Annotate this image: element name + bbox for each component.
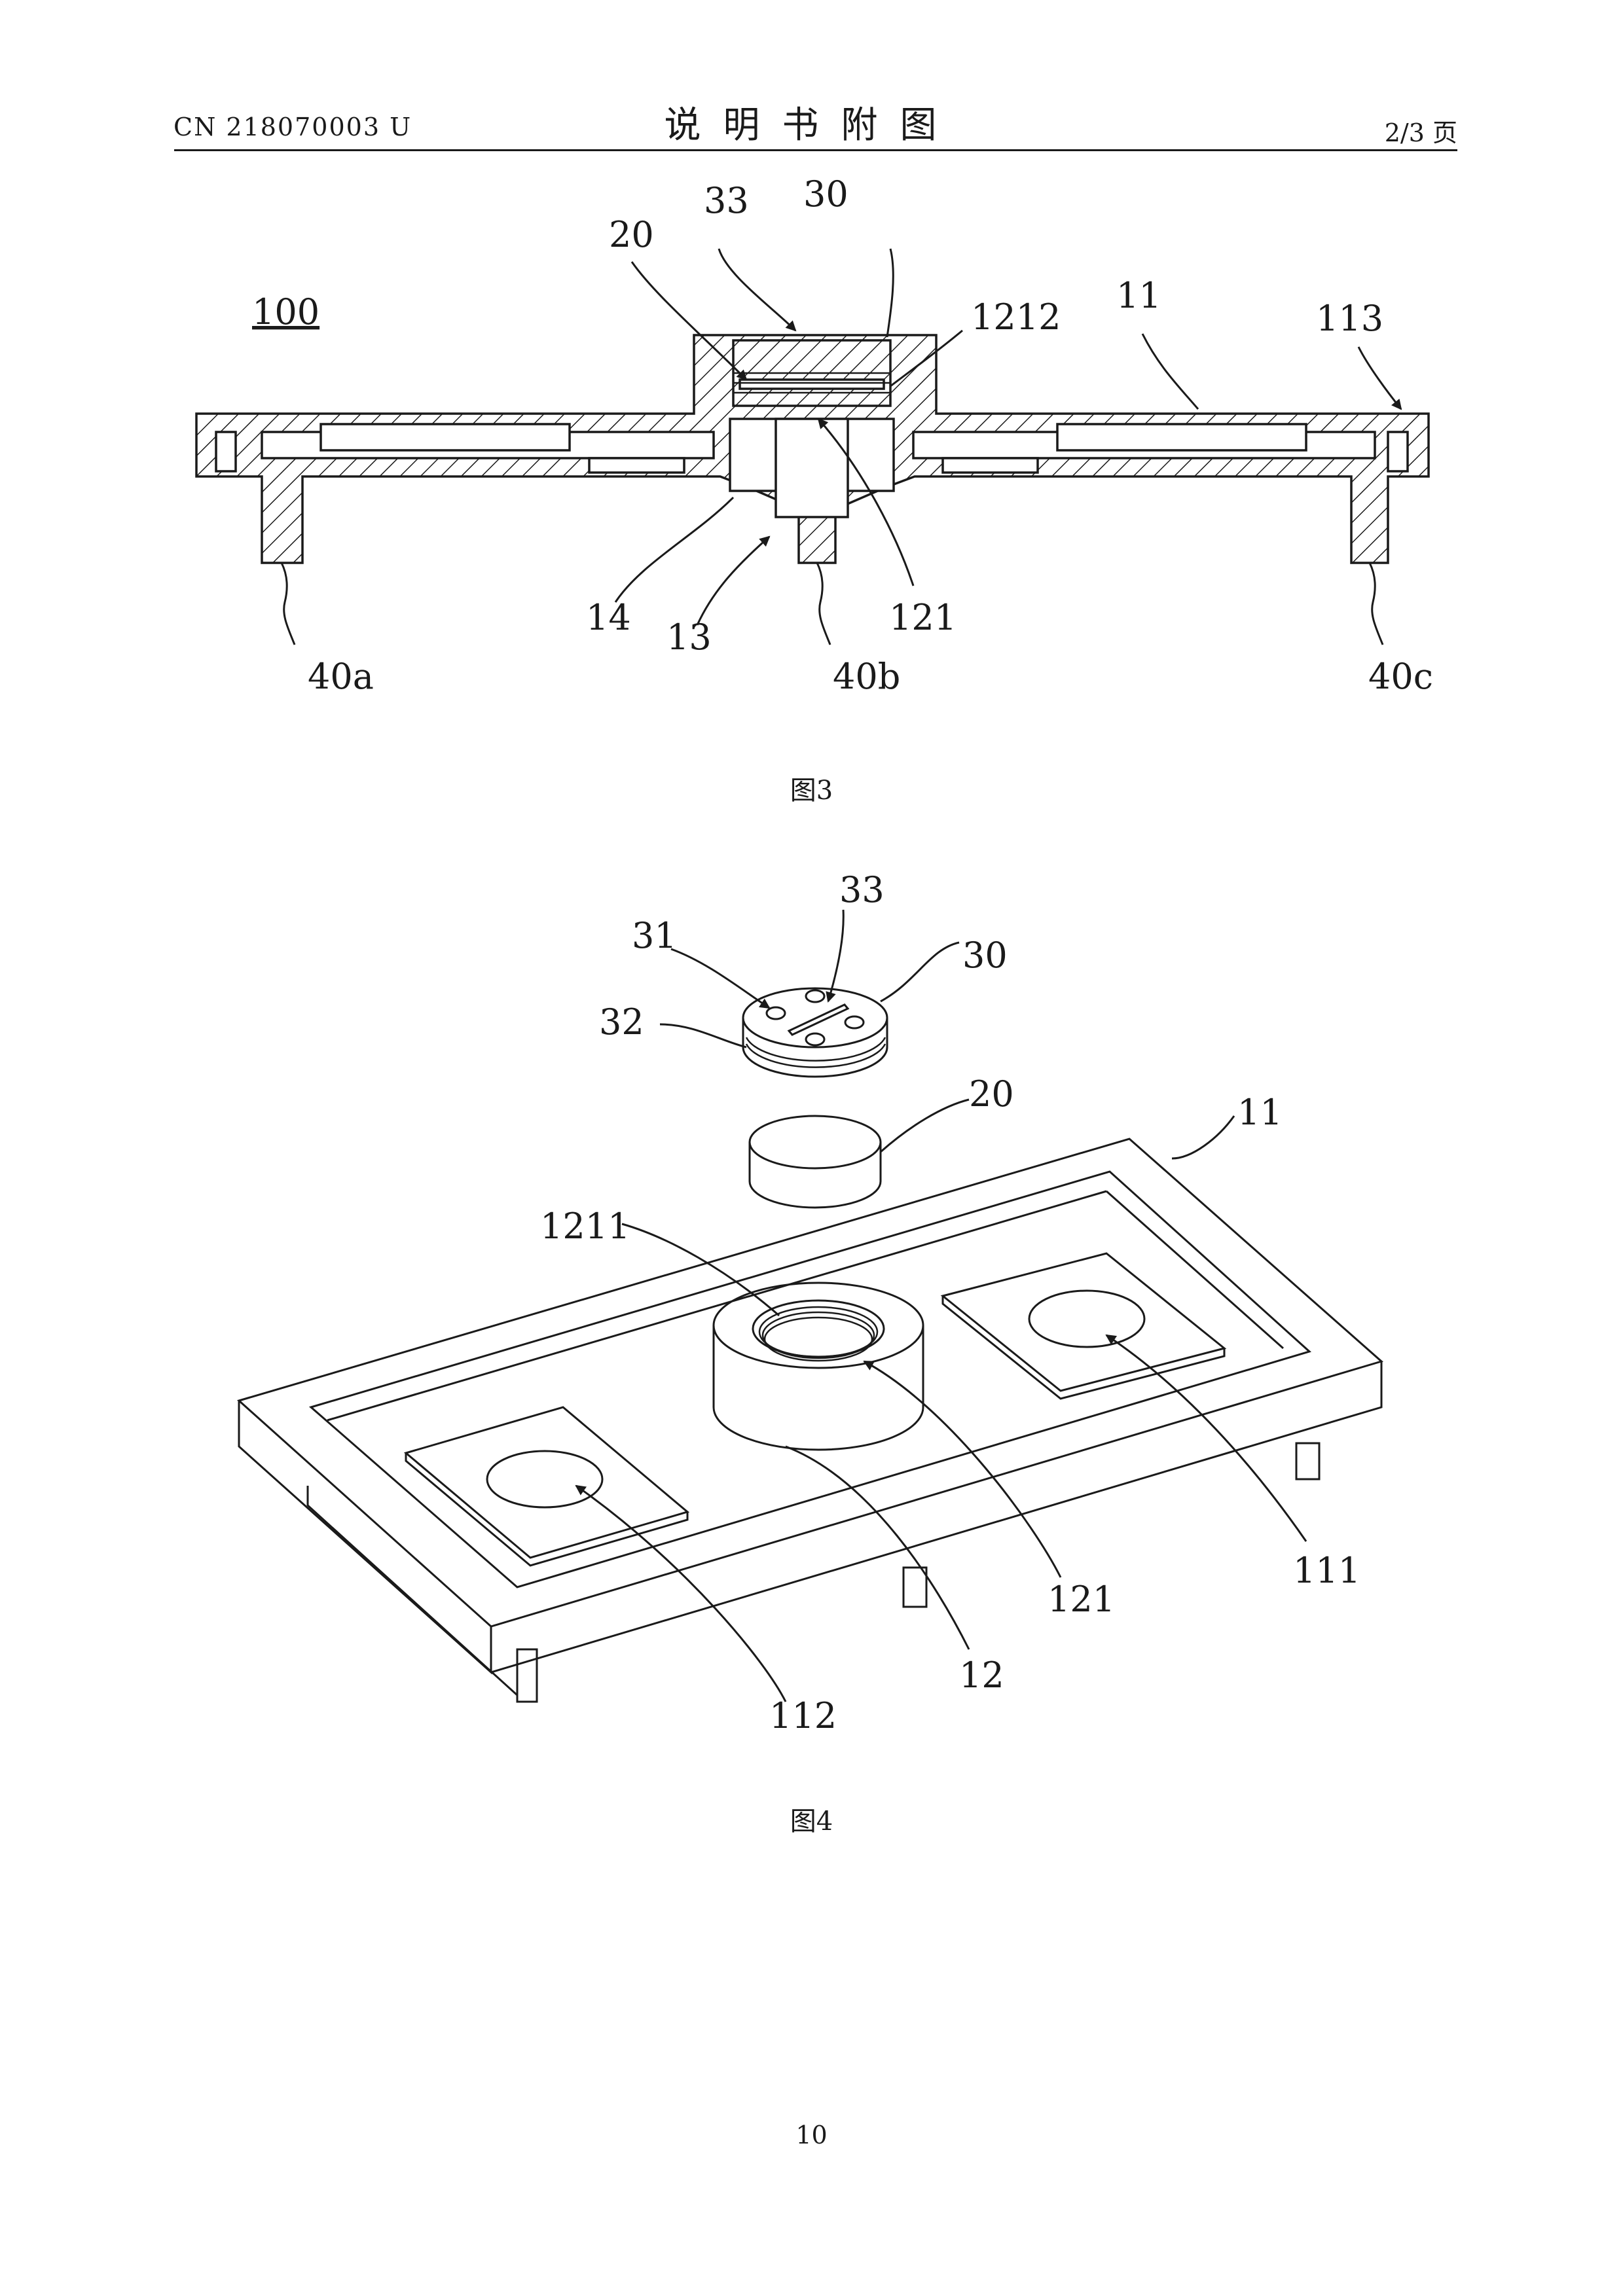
fig3-label-40b: 40b [833,656,900,697]
figure-3-caption: 图3 [790,776,833,806]
fig4-label-32: 32 [599,1001,644,1043]
left-pad [403,1406,690,1567]
fig4-label-1211: 1211 [540,1206,630,1247]
right-inner-block [941,457,1039,474]
left-post [215,431,237,473]
patent-number: CN 218070003 U [173,113,412,141]
fig3-label-30: 30 [803,173,848,215]
sensor-element [748,1115,882,1209]
base-plate [236,1138,1384,1703]
figure-4-caption: 图4 [790,1806,833,1837]
right-pad [940,1252,1227,1400]
threaded-cap [742,987,888,1078]
figure-4-drawing: 33 31 30 32 20 11 1211 121 111 112 12 [236,869,1384,1736]
page-of: 2/3 页 [1384,118,1457,147]
fig4-label-31: 31 [632,915,677,956]
fig3-label-33: 33 [704,180,749,221]
fig3-label-40a: 40a [308,656,374,697]
fig3-label-40c: 40c [1368,656,1433,697]
cap-film [739,378,885,390]
fig4-label-20: 20 [969,1073,1014,1115]
right-window-block [1056,423,1307,452]
left-inner-block [588,457,685,474]
thread-lines [733,372,890,394]
page-title: 说明书附图 [664,104,959,147]
fig4-label-121: 121 [1048,1579,1115,1620]
fig4-label-30: 30 [962,935,1008,976]
fig3-label-1212: 1212 [971,296,1061,338]
figure-3-leaders [280,248,1402,645]
fig4-label-112: 112 [769,1695,837,1736]
fig3-label-14: 14 [586,597,631,638]
sensor-stem [775,418,849,518]
fig3-label-11: 11 [1116,275,1161,316]
figure-4-leaders [575,909,1307,1702]
fig4-label-33: 33 [839,869,884,910]
fig3-label-20: 20 [609,214,654,255]
threaded-boss [712,1282,924,1451]
page-number: 10 [795,2121,828,2149]
fig4-label-111: 111 [1293,1550,1360,1591]
fig3-label-13: 13 [666,617,712,658]
fig4-label-12: 12 [959,1655,1004,1696]
header-rule [174,149,1457,151]
fig3-label-113: 113 [1316,298,1383,339]
right-post [1387,431,1409,473]
fig4-label-11: 11 [1237,1092,1283,1133]
label-100: 100 [252,291,319,332]
figure-3-drawing: 100 33 30 20 1212 11 113 14 13 121 40a 4… [195,173,1433,697]
fig3-label-121: 121 [889,597,957,638]
left-window-block [319,423,571,452]
